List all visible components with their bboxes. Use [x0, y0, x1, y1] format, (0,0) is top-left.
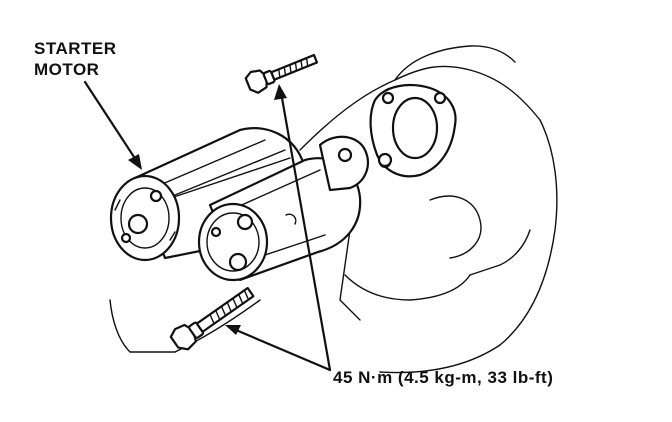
lower-mounting-bolt [169, 286, 255, 351]
starter-motor-label-line1: STARTER [34, 39, 117, 58]
upper-mounting-bolt [244, 53, 319, 94]
leader-upper-bolt [274, 84, 332, 372]
leader-starter-motor [83, 80, 142, 170]
starter-motor-label-line2: MOTOR [34, 60, 100, 79]
starter-mounting-ear [318, 135, 393, 192]
starter-motor-label: STARTER MOTOR [34, 38, 117, 80]
leader-lower-bolt [225, 325, 332, 372]
torque-spec-label: 45 N·m (4.5 kg-m, 33 lb-ft) [333, 368, 554, 387]
starter-solenoid [197, 157, 362, 282]
